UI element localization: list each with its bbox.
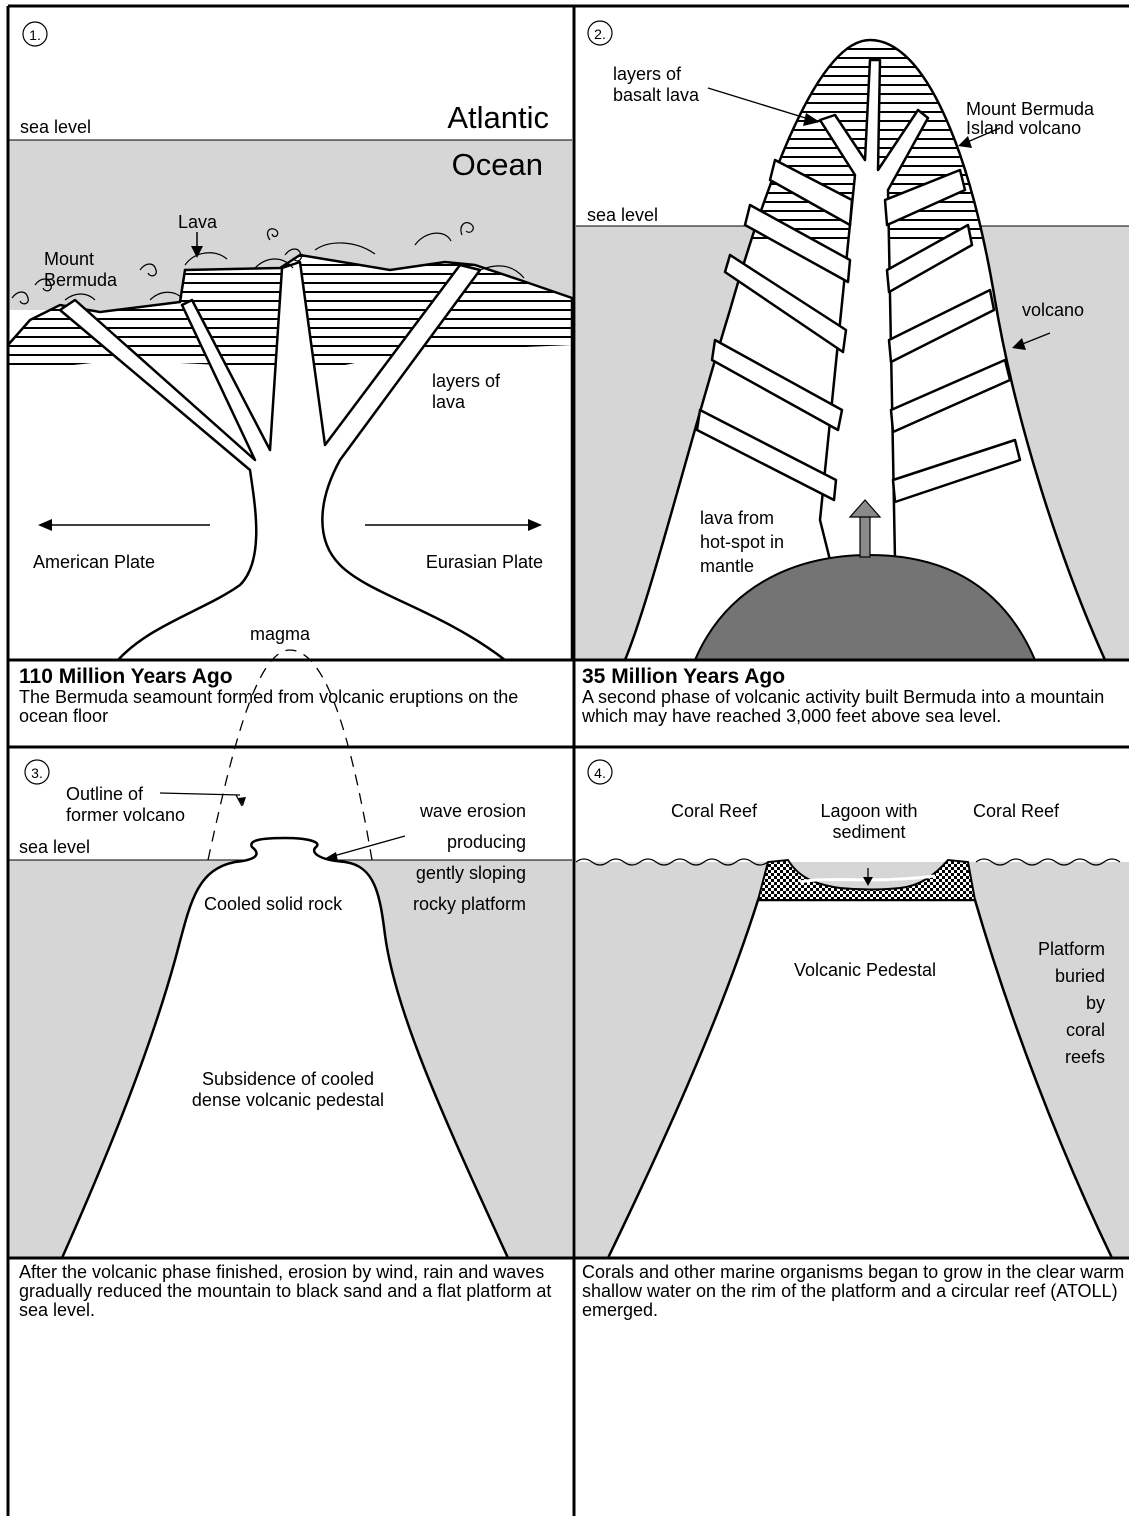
panel-3-outline-label-2: former volcano (66, 805, 185, 825)
panel-1-mount-label-2: Bermuda (44, 270, 118, 290)
panel-3-wave-label-1: wave erosion (419, 801, 526, 821)
panel-2: 2. layers of basalt lava Mount Bermuda I… (576, 21, 1129, 660)
panel-3-cooled-label: Cooled solid rock (204, 894, 343, 914)
panel-3-number: 3. (31, 765, 43, 781)
panel-3-wave-label-2: producing (447, 832, 526, 852)
panel-4-number: 4. (594, 765, 606, 781)
panel-3-wave-label-4: rocky platform (413, 894, 526, 914)
panel-2-caption-text: A second phase of volcanic activity buil… (582, 688, 1127, 726)
panel-1-sea-level-label: sea level (20, 117, 91, 137)
panel-3-subsidence-label-1: Subsidence of cooled (202, 1069, 374, 1089)
panel-2-mount-label-2: Island volcano (966, 118, 1081, 138)
panel-1-number: 1. (29, 27, 41, 43)
panel-1-layers-label-1: layers of (432, 371, 501, 391)
panel-1-magma-label: magma (250, 624, 311, 644)
panel-2-basalt-label-2: basalt lava (613, 85, 700, 105)
panel-1-eurasian-plate-label: Eurasian Plate (426, 552, 543, 572)
panel-4-platform-label-1: Platform (1038, 939, 1105, 959)
panel-4-caption-text: Corals and other marine organisms began … (582, 1263, 1127, 1320)
panel-4-coral-reef-left-label: Coral Reef (671, 801, 758, 821)
panel-4-platform-label-5: reefs (1065, 1047, 1105, 1067)
panel-2-caption: 35 Million Years Ago A second phase of v… (582, 666, 1127, 726)
panel-1-atlantic-label: Atlantic (447, 100, 549, 135)
panel-1-layers-label-2: lava (432, 392, 466, 412)
panel-2-up-arrow (860, 515, 870, 557)
panel-4-platform-label-2: buried (1055, 966, 1105, 986)
panel-4-lagoon-label-1: Lagoon with (820, 801, 917, 821)
panel-4-platform-label-3: by (1086, 993, 1105, 1013)
panel-1-caption-title: 110 Million Years Ago (19, 666, 569, 688)
panel-3-caption-text: After the volcanic phase finished, erosi… (19, 1263, 569, 1320)
panel-1-american-plate-label: American Plate (33, 552, 155, 572)
panel-2-number: 2. (594, 26, 606, 42)
panel-4-coral-reef-right-label: Coral Reef (973, 801, 1060, 821)
panel-1-caption-text: The Bermuda seamount formed from volcani… (19, 688, 569, 726)
panel-1-caption: 110 Million Years Ago The Bermuda seamou… (19, 666, 569, 726)
panel-4-caption: Corals and other marine organisms began … (582, 1263, 1127, 1320)
panel-3-outline-label-1: Outline of (66, 784, 144, 804)
panel-2-mount-label-1: Mount Bermuda (966, 99, 1095, 119)
panel-3-caption: After the volcanic phase finished, erosi… (19, 1263, 569, 1320)
panel-1-mount-label-1: Mount (44, 249, 94, 269)
panel-1: 1. sea level Atlantic Ocean Lava Mount B… (8, 22, 572, 660)
panel-3-wave-label-3: gently sloping (416, 863, 526, 883)
panel-2-hotspot-label-1: lava from (700, 508, 774, 528)
panel-4-lagoon-label-2: sediment (832, 822, 905, 842)
panel-4: 4. Coral Reef Lagoon with sediment Coral… (576, 760, 1129, 1258)
panel-4-platform-label-4: coral (1066, 1020, 1105, 1040)
panel-3-subsidence-label-2: dense volcanic pedestal (192, 1090, 384, 1110)
panel-2-hotspot-label-3: mantle (700, 556, 754, 576)
panel-2-basalt-label-1: layers of (613, 64, 682, 84)
panel-3-sea-level-label: sea level (19, 837, 90, 857)
panel-4-pedestal-label: Volcanic Pedestal (794, 960, 936, 980)
panel-1-ocean-label: Ocean (452, 147, 543, 182)
panel-2-caption-title: 35 Million Years Ago (582, 666, 1127, 688)
panel-1-lava-label: Lava (178, 212, 218, 232)
panel-3: 3. Outline of former volcano sea level w… (8, 650, 572, 1258)
panel-2-volcano-label: volcano (1022, 300, 1084, 320)
panel-2-hotspot-label-2: hot-spot in (700, 532, 784, 552)
panel-2-sea-level-label: sea level (587, 205, 658, 225)
